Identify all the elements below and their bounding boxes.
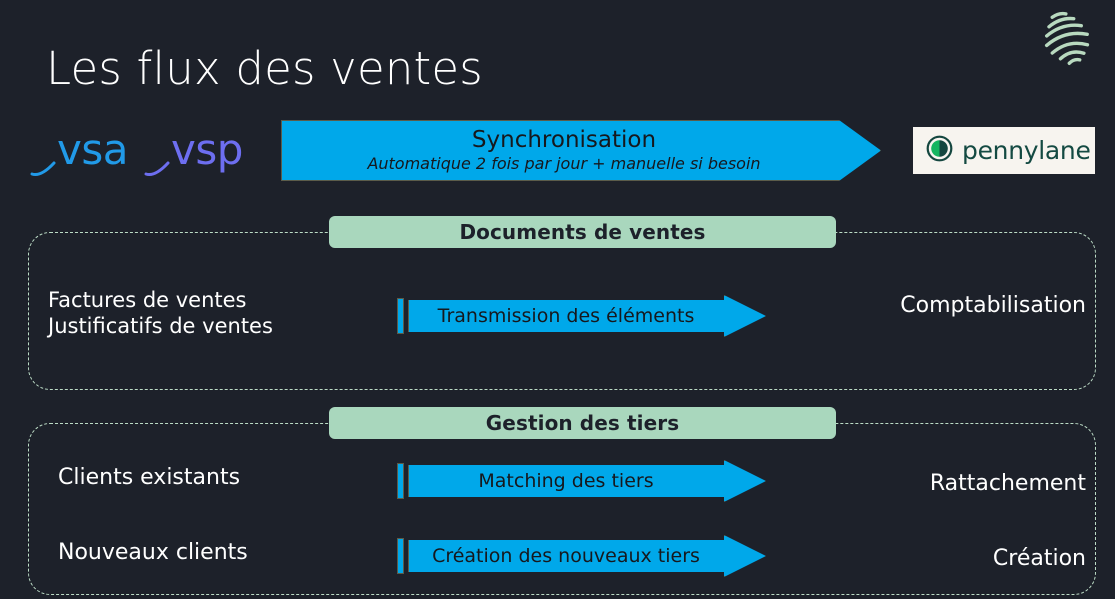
logo-vsa: vsa	[30, 125, 128, 176]
swoosh-icon	[144, 145, 170, 176]
brand-logos: vsa vsp	[30, 122, 243, 178]
page-title: Les flux des ventes	[46, 42, 483, 95]
row-label-creation: Création	[992, 546, 1086, 571]
pennylane-mark-icon	[926, 135, 953, 166]
flow-arrow-label: Transmission des éléments	[437, 305, 695, 327]
arrow-tail-bar	[397, 538, 404, 574]
logo-vsp-text: vsp	[170, 125, 243, 174]
row-label-factures-justificatifs: Factures de ventes Justificatifs de vent…	[48, 288, 273, 338]
row-label-comptabilisation: Comptabilisation	[900, 293, 1086, 318]
flow-arrow-transmission: Transmission des éléments	[397, 295, 766, 337]
flow-arrow-creation-nouveaux-tiers: Création des nouveaux tiers	[397, 535, 766, 577]
synchronisation-arrow: Synchronisation Automatique 2 fois par j…	[281, 120, 881, 181]
logo-vsp: vsp	[144, 125, 243, 176]
pennylane-wordmark: pennylane	[962, 136, 1091, 165]
synchronisation-title: Synchronisation	[471, 127, 657, 153]
pennylane-logo: pennylane	[913, 127, 1095, 174]
row-label-rattachement: Rattachement	[929, 471, 1086, 496]
flow-arrow-label: Création des nouveaux tiers	[432, 545, 700, 567]
synchronisation-subtitle: Automatique 2 fois par jour + manuelle s…	[367, 154, 761, 173]
synchronisation-text: Synchronisation Automatique 2 fois par j…	[281, 120, 881, 181]
group-badge-gestion-des-tiers: Gestion des tiers	[329, 407, 836, 439]
sphere-lines-logo	[1029, 6, 1103, 68]
arrow-tail-bar	[397, 298, 404, 334]
row-label-clients-existants: Clients existants	[58, 465, 241, 490]
arrow-shape	[281, 120, 881, 181]
swoosh-icon	[30, 145, 56, 176]
flow-arrow-matching: Matching des tiers	[397, 460, 766, 502]
arrow-tail-bar	[397, 463, 404, 499]
row-label-nouveaux-clients: Nouveaux clients	[58, 540, 248, 565]
group-badge-documents-de-ventes: Documents de ventes	[329, 216, 836, 248]
logo-vsa-text: vsa	[57, 125, 128, 174]
flow-arrow-label: Matching des tiers	[478, 470, 654, 492]
